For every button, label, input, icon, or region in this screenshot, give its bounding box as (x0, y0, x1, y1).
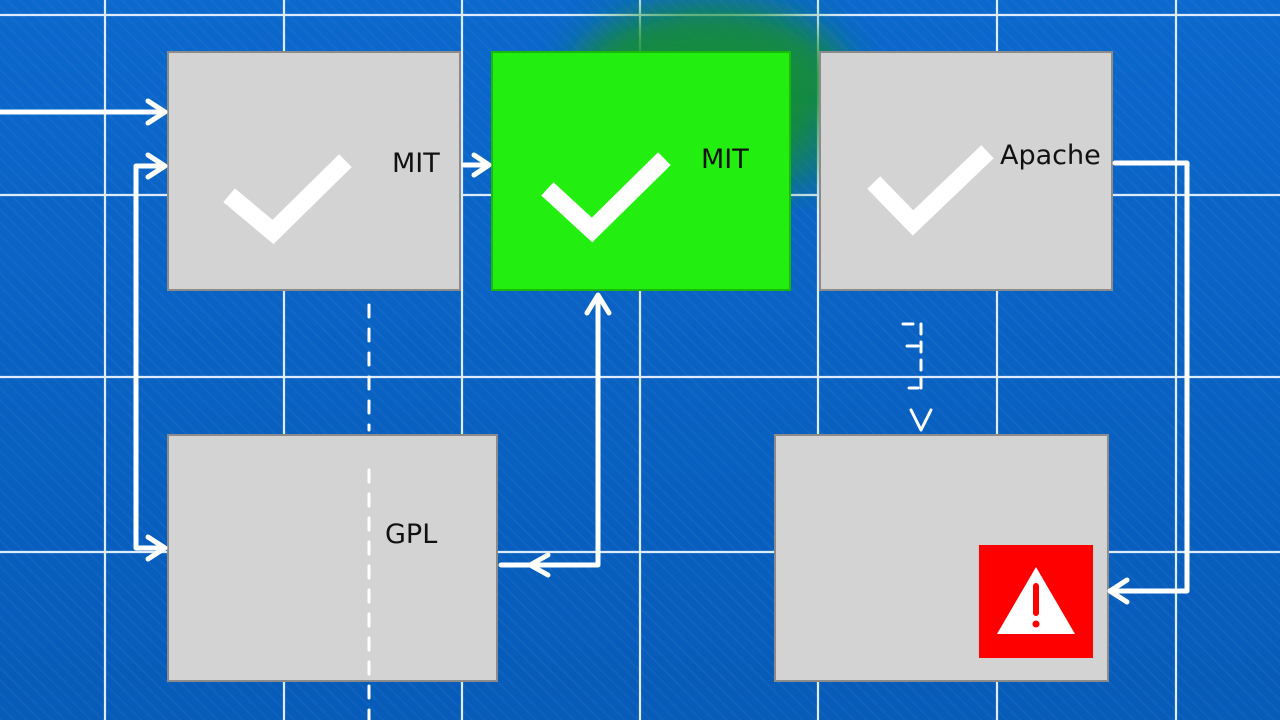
mit-source-label: MIT (392, 148, 440, 179)
mit-source-box (167, 51, 461, 291)
node-gpl: GPL (167, 434, 498, 682)
node-mit-target: MIT (491, 51, 791, 291)
gpl-to-mit-line (498, 295, 601, 568)
node-apache: Apache (819, 51, 1113, 291)
dashed-connectors (367, 303, 933, 720)
arrow-head (584, 292, 612, 316)
check-icon (541, 152, 671, 243)
arrow-head (145, 534, 168, 562)
node-warning (774, 434, 1109, 682)
arrow-head (145, 152, 168, 180)
connector-lines (0, 98, 1190, 605)
arrow-head (1107, 577, 1130, 605)
dashed-down-line (901, 322, 923, 392)
apache-to-warning-line (1107, 160, 1190, 594)
mit-target-label: MIT (701, 144, 749, 175)
warning-icon-dot (1032, 620, 1040, 628)
gpl-label: GPL (385, 519, 437, 550)
apache-label: Apache (1000, 140, 1101, 171)
check-icon (223, 154, 352, 245)
arrow-head (145, 98, 168, 126)
arrow-head (527, 552, 551, 578)
arrow-head (471, 152, 492, 178)
check-icon (867, 145, 994, 236)
left-loop-line (133, 163, 167, 551)
gpl-box (167, 434, 498, 682)
arrow-head (909, 408, 933, 432)
node-mit-source: MIT (167, 51, 461, 291)
